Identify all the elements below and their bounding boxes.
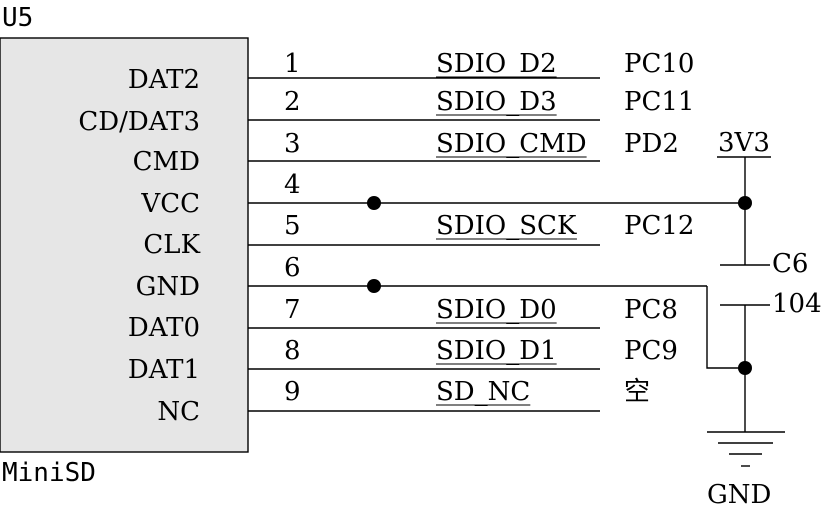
capacitor-symbol: C6 104 bbox=[720, 249, 822, 319]
pin-number-label: 5 bbox=[284, 211, 301, 241]
pin-row: GND 6 bbox=[136, 253, 301, 302]
pin-name-label: DAT1 bbox=[128, 355, 200, 385]
ground-label: GND bbox=[707, 480, 771, 510]
pin-name-label: NC bbox=[157, 397, 200, 427]
pin-number-label: 2 bbox=[284, 87, 301, 117]
pin-number-label: 8 bbox=[284, 336, 301, 366]
pin-name-label: DAT2 bbox=[128, 65, 200, 95]
port-label: PC12 bbox=[624, 211, 694, 241]
port-label: PC8 bbox=[624, 295, 678, 325]
component-ref-label: U5 bbox=[2, 3, 33, 33]
pin-number-label: 6 bbox=[284, 253, 301, 283]
capacitor-ref-label: C6 bbox=[772, 249, 808, 279]
net-label: SD_NC bbox=[436, 377, 530, 407]
pin-number-label: 1 bbox=[284, 49, 301, 79]
port-label: PD2 bbox=[624, 129, 679, 159]
minisd-component-body bbox=[0, 37, 249, 453]
pin-name-label: CMD bbox=[133, 147, 200, 177]
pin-row: DAT1 8 SDIO_D1 PC9 bbox=[128, 336, 678, 385]
pin-row: DAT0 7 SDIO_D0 PC8 bbox=[128, 295, 678, 343]
pin-row: CLK 5 SDIO_SCK PC12 bbox=[143, 211, 694, 260]
pin-name-label: CLK bbox=[143, 230, 200, 260]
pin-name-label: GND bbox=[136, 272, 200, 302]
pin-row: CMD 3 SDIO_CMD PD2 bbox=[133, 129, 679, 177]
port-label: PC9 bbox=[624, 336, 678, 366]
junction-dot bbox=[367, 279, 381, 293]
pin-row: NC 9 SD_NC 空 bbox=[157, 377, 650, 427]
power-label: 3V3 bbox=[718, 128, 770, 158]
pin-number-label: 4 bbox=[284, 170, 301, 200]
pin-number-label: 3 bbox=[284, 129, 301, 159]
pin-name-label: VCC bbox=[140, 189, 200, 219]
ground-icon bbox=[707, 431, 785, 467]
pin-wires bbox=[248, 77, 745, 412]
net-label: SDIO_SCK bbox=[436, 211, 577, 241]
pin-name-label: DAT0 bbox=[128, 313, 200, 343]
port-label: PC11 bbox=[624, 87, 694, 117]
ground-link-wire bbox=[706, 286, 745, 369]
net-label: SDIO_D1 bbox=[436, 336, 557, 366]
pin-name-label: CD/DAT3 bbox=[78, 107, 200, 137]
pin-number-label: 9 bbox=[284, 377, 301, 407]
component-value-label: MiniSD bbox=[2, 458, 96, 488]
pin-row: CD/DAT3 2 SDIO_D3 PC11 bbox=[78, 87, 694, 137]
junction-dot bbox=[367, 196, 381, 210]
net-label: SDIO_D0 bbox=[436, 295, 557, 325]
capacitor-value-label: 104 bbox=[772, 289, 822, 319]
pin-row: DAT2 1 SDIO_D2 PC10 bbox=[128, 49, 695, 95]
port-label: 空 bbox=[624, 377, 650, 407]
net-label: SDIO_CMD bbox=[436, 129, 587, 159]
pin-number-label: 7 bbox=[284, 295, 301, 325]
pin-row: VCC 4 bbox=[140, 170, 300, 219]
net-label: SDIO_D2 bbox=[436, 49, 557, 79]
pin-list: DAT2 1 SDIO_D2 PC10 CD/DAT3 2 SDIO_D3 PC… bbox=[78, 49, 694, 427]
net-label: SDIO_D3 bbox=[436, 87, 557, 117]
port-label: PC10 bbox=[624, 49, 694, 79]
